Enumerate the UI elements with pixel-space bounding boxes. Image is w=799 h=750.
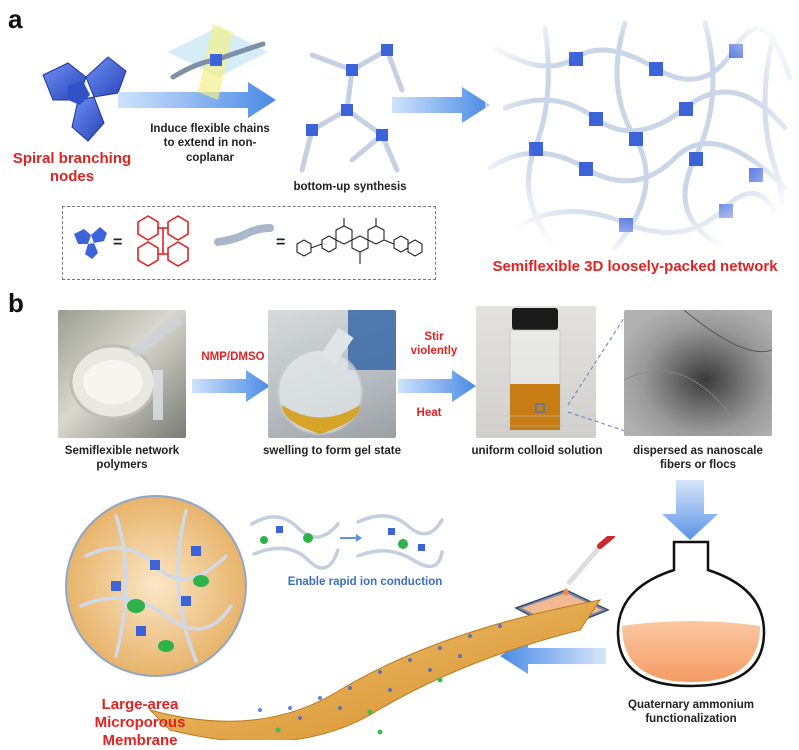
colloid-vial-photo xyxy=(476,306,596,438)
spirobifluorene-structure-icon xyxy=(128,212,198,272)
chain-structure-icon xyxy=(292,214,432,272)
ion-conduction-schematic xyxy=(248,504,444,572)
zoom-lines xyxy=(540,310,630,435)
polymer-photo xyxy=(58,310,186,438)
step1-label: Semiflexible network polymers xyxy=(64,445,180,472)
loose-3d-network-image xyxy=(485,18,795,253)
spiral-node-label: Spiral branching nodes xyxy=(12,150,132,185)
membrane-label: Large-area Microporous Membrane xyxy=(94,696,186,749)
legend-box xyxy=(62,206,436,280)
arrow-right-icon-3 xyxy=(192,368,272,404)
step3-label: uniform colloid solution xyxy=(471,445,603,457)
arrow-right-icon-4 xyxy=(398,368,478,404)
non-coplanar-chain-icon xyxy=(158,22,278,102)
gel-flask-photo xyxy=(268,310,396,438)
ion-label: Enable rapid ion conduction xyxy=(287,576,443,588)
panel-b-letter: b xyxy=(8,288,24,318)
membrane-image xyxy=(140,590,610,740)
reaction-flask-icon xyxy=(614,540,768,690)
quaternary-label: Quaternary ammonium functionalization xyxy=(628,699,754,726)
chain-legend-icon xyxy=(214,222,274,248)
arrow-left-icon xyxy=(498,636,608,676)
arrow-right-icon xyxy=(118,80,278,120)
stir-label: Stir violently xyxy=(410,331,458,358)
legend-eq-2: = xyxy=(276,234,286,251)
tem-image xyxy=(624,310,772,436)
heat-label: Heat xyxy=(416,407,442,419)
step2-label: swelling to form gel state xyxy=(262,445,402,457)
spiral-node-icon xyxy=(38,45,128,145)
legend-eq-1: = xyxy=(113,234,123,251)
arrow-right-icon-2 xyxy=(392,85,492,125)
network-label: Semiflexible 3D loosely-packed network xyxy=(492,258,778,275)
synthesis-label: bottom-up synthesis xyxy=(293,181,407,193)
small-network-icon xyxy=(292,30,412,180)
solvent-label: NMP/DMSO xyxy=(201,351,265,363)
step4-label: dispersed as nanoscale fibers or flocs xyxy=(633,445,763,472)
panel-a-letter: a xyxy=(8,4,23,34)
membrane-zoom-circle xyxy=(56,486,256,686)
arrow-down-icon xyxy=(660,480,720,542)
induce-label: Induce flexible chains to extend in non-… xyxy=(150,123,270,164)
node-legend-icon xyxy=(72,222,108,260)
